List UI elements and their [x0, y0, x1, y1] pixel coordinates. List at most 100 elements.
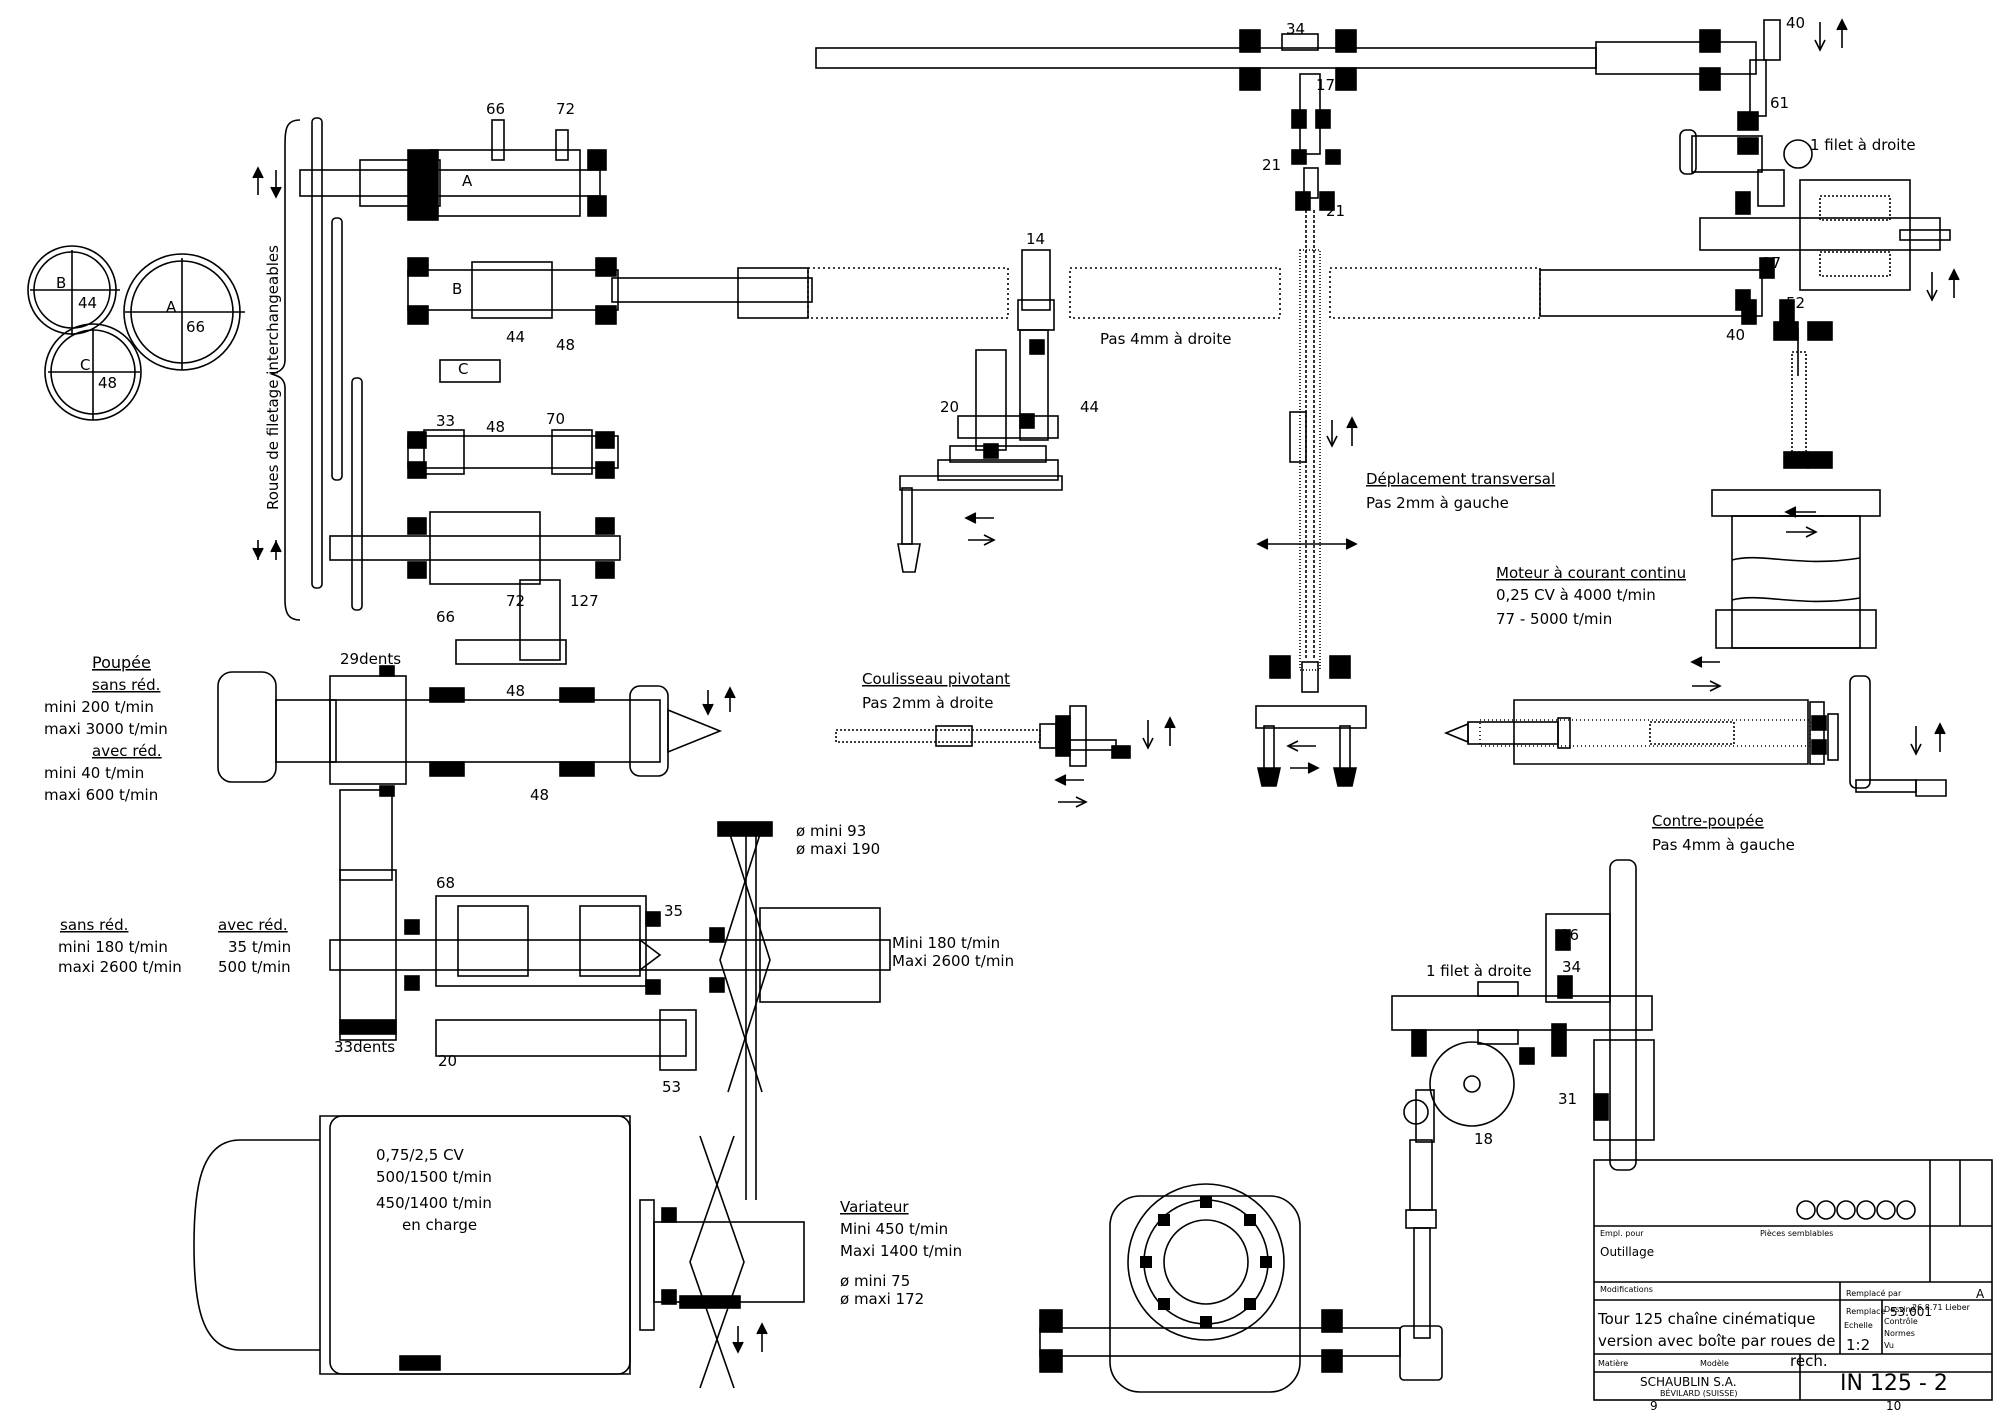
tb-normes: Normes: [1884, 1329, 1915, 1338]
cross-slide-pitch: Pas 2mm à gauche: [1366, 494, 1509, 512]
gear-61: 61: [1770, 94, 1789, 112]
gear-14: 14: [1026, 230, 1045, 248]
gear-96: 96: [1560, 926, 1579, 944]
tb-city: BÉVILARD (SUISSE): [1660, 1387, 1738, 1398]
tailstock-pitch: Pas 4mm à gauche: [1652, 836, 1795, 854]
countershaft-text: sans réd. mini 180 t/min maxi 2600 t/min…: [58, 822, 1014, 1096]
countershaft-no-red-max: maxi 2600 t/min: [58, 958, 182, 976]
carriage-text: 14 20 44 Pas 4mm à droite: [940, 230, 1231, 416]
countershaft-teeth-bottom: 33dents: [334, 1038, 395, 1056]
change-gear-diagram: B 44 A 66 C 48: [27, 245, 245, 421]
tb-controle: Contrôle: [1884, 1316, 1918, 1326]
gear-66-top: 66: [486, 100, 505, 118]
motor-power: 0,75/2,5 CV: [376, 1146, 465, 1164]
dc-motor-title: Moteur à courant continu: [1496, 564, 1686, 582]
tb-title-line-3: rech.: [1790, 1352, 1828, 1370]
countershaft-speed-min: Mini 180 t/min: [892, 934, 1000, 952]
pulley-diameter-max: ø maxi 190: [796, 840, 880, 858]
headstock-spindle: [217, 665, 736, 881]
headstock-no-red-min: mini 200 t/min: [44, 698, 154, 716]
gear-34-top: 34: [1286, 20, 1305, 38]
worm-unit-text: 1 filet à droite 96 34 31 18: [1426, 926, 1581, 1148]
cross-slide-title: Déplacement transversal: [1366, 470, 1555, 488]
headstock-text: Poupée sans réd. mini 200 t/min maxi 300…: [44, 650, 401, 804]
tb-echelle: Echelle: [1844, 1321, 1873, 1330]
feed-shaft: [815, 29, 1757, 787]
gear-31: 31: [1558, 1090, 1577, 1108]
gear-72-bottom: 72: [506, 592, 525, 610]
variator-diameter-min: ø mini 75: [840, 1272, 910, 1290]
right-drive-text: 40 61 1 filet à droite 27 52 40 Moteur à…: [1496, 14, 1916, 628]
headstock-no-red-max: maxi 3000 t/min: [44, 720, 168, 738]
worm-thread: 1 filet à droite: [1426, 962, 1532, 980]
gear-48-b: 48: [486, 418, 505, 436]
shaft-b-label: B: [452, 280, 462, 298]
countershaft-with-red: avec réd.: [218, 916, 288, 934]
tb-title-line-2: version avec boîte par roues de: [1598, 1332, 1836, 1350]
gear-48-a: 48: [556, 336, 575, 354]
pivoting-slide: [835, 705, 1176, 808]
handwheel-bearing-dots: [1140, 1196, 1272, 1328]
variator-min: Mini 450 t/min: [840, 1220, 948, 1238]
gear-21-b: 21: [1326, 202, 1345, 220]
tb-drawing-number: IN 125 - 2: [1840, 1371, 1948, 1396]
pivoting-slide-text: Coulisseau pivotant Pas 2mm à droite: [862, 670, 1010, 712]
gear-40-top: 40: [1786, 14, 1805, 32]
handwheel-assembly: [1039, 1183, 1401, 1393]
headstock-no-red: sans réd.: [92, 676, 160, 694]
headstock-with-red-min: mini 40 t/min: [44, 764, 144, 782]
tb-modele: Modèle: [1700, 1358, 1729, 1368]
main-motor-text: 0,75/2,5 CV 500/1500 t/min 450/1400 t/mi…: [376, 1146, 962, 1308]
worm-unit: [1391, 859, 1655, 1381]
shaft-a-label: A: [462, 172, 473, 190]
gear-44-carriage: 44: [1080, 398, 1099, 416]
gear-33: 33: [436, 412, 455, 430]
gear-53: 53: [662, 1078, 681, 1096]
gear-35: 35: [664, 902, 683, 920]
gear-b-teeth: 44: [78, 294, 97, 312]
tb-modifications: Modifications: [1600, 1285, 1653, 1294]
gear-48-spindle-top: 48: [506, 682, 525, 700]
tb-zone-9: 9: [1650, 1399, 1658, 1412]
gear-34-worm: 34: [1562, 958, 1581, 976]
gear-c-label: C: [80, 356, 90, 374]
gear-21-a: 21: [1262, 156, 1281, 174]
right-drive: [1679, 18, 1960, 649]
tb-scale: 1:2: [1846, 1336, 1870, 1354]
tb-remplace-par: Remplacé par: [1846, 1288, 1902, 1298]
headstock-title: Poupée: [92, 653, 151, 672]
tb-dessine: Dessiné: [1884, 1304, 1916, 1314]
variator-max: Maxi 1400 t/min: [840, 1242, 962, 1260]
gear-66-bottom: 66: [436, 608, 455, 626]
gear-52: 52: [1786, 294, 1805, 312]
tb-remplace-value: 53.001: [1890, 1305, 1932, 1319]
countershaft-with-red-max: 500 t/min: [218, 958, 291, 976]
gear-20-countershaft: 20: [438, 1052, 457, 1070]
tb-title-line-1: Tour 125 chaîne cinématique: [1597, 1310, 1816, 1328]
countershaft-speed-max: Maxi 2600 t/min: [892, 952, 1014, 970]
gear-27: 27: [1762, 254, 1781, 272]
gear-18: 18: [1474, 1130, 1493, 1148]
gear-b-label: B: [56, 274, 66, 292]
headstock-teeth-top: 29dents: [340, 650, 401, 668]
pivot-slide-title: Coulisseau pivotant: [862, 670, 1010, 688]
title-block: [1593, 1159, 1993, 1401]
tb-pieces: Pièces semblables: [1760, 1228, 1833, 1238]
countershaft: [329, 821, 891, 1200]
revision-circles: [1796, 1200, 1916, 1220]
gear-a-teeth: 66: [186, 318, 205, 336]
tb-company: SCHAUBLIN S.A.: [1640, 1375, 1737, 1389]
leadscrew: [737, 267, 1763, 319]
main-motor: [193, 1115, 805, 1389]
direction-arrows-left: [252, 166, 282, 560]
countershaft-no-red-min: mini 180 t/min: [58, 938, 168, 956]
tb-outillage: Outillage: [1600, 1245, 1654, 1259]
countershaft-no-red: sans réd.: [60, 916, 128, 934]
interchangeable-bracket: [269, 119, 301, 621]
variator-title: Variateur: [840, 1198, 909, 1216]
tb-remplace: Remplace: [1846, 1307, 1886, 1316]
motor-speed-b: 450/1400 t/min: [376, 1194, 492, 1212]
carriage-handwheel: [897, 249, 1063, 573]
tb-zone-10: 10: [1886, 1399, 1901, 1412]
